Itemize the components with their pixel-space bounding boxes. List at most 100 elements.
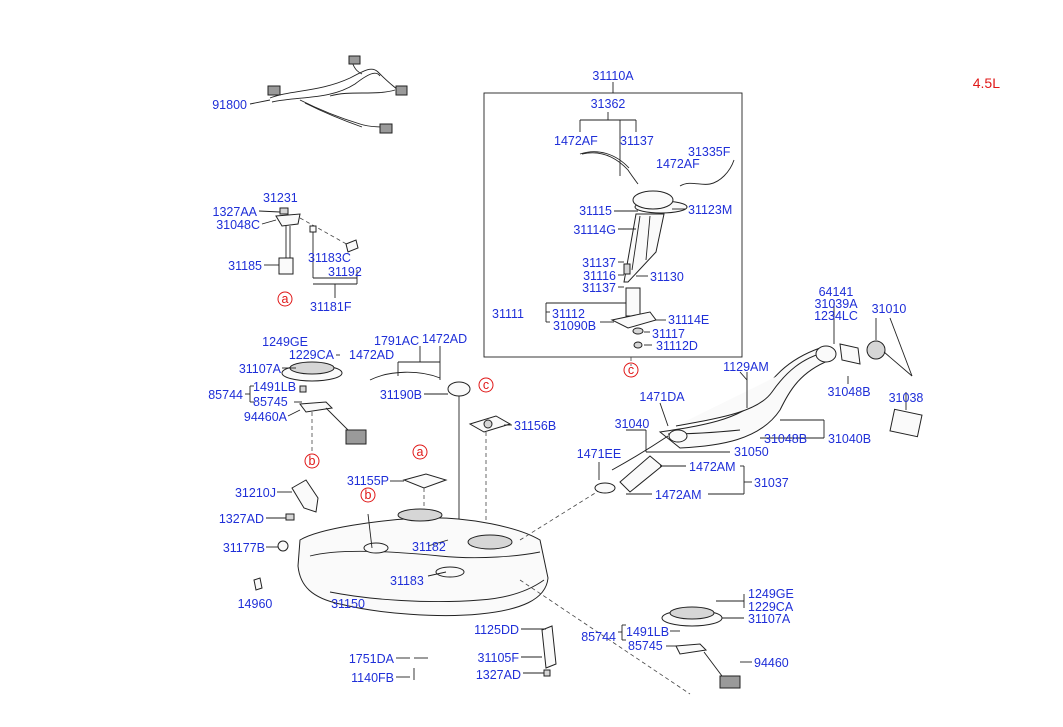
part-label: 31107A — [239, 362, 282, 376]
part-label: 31190B — [380, 388, 422, 402]
svg-text:b: b — [309, 454, 316, 468]
part-label: 31040B — [828, 432, 871, 446]
part-label: 31123M — [688, 203, 732, 217]
callout-c-plate: c — [478, 377, 494, 393]
part-label: 31181F — [310, 300, 352, 314]
part-label: 31117 — [652, 327, 685, 341]
part-label: 1472AM — [689, 460, 736, 474]
part-label: 91800 — [212, 98, 247, 112]
part-label: 31038 — [889, 391, 924, 405]
part-label: 31150 — [331, 597, 365, 611]
part-label: 31037 — [754, 476, 789, 490]
svg-text:c: c — [483, 378, 489, 392]
wiring-harness-drawing — [267, 55, 408, 134]
filler-neck-drawing — [594, 340, 923, 494]
fuel-sender-drawing — [275, 207, 359, 278]
part-label: 31050 — [734, 445, 769, 459]
part-label: 31010 — [872, 302, 907, 316]
plate-31155P-drawing — [402, 473, 448, 510]
svg-text:c: c — [628, 363, 634, 377]
part-label: 31040 — [615, 417, 650, 431]
engine-label: 4.5L — [973, 75, 1000, 91]
part-label: 31231 — [263, 191, 298, 205]
plate-31156B-drawing — [468, 415, 512, 536]
part-label: 31112 — [552, 307, 585, 321]
part-label: 1491LB — [253, 380, 296, 394]
callout-c-module: c — [623, 362, 639, 378]
part-label: 31048B — [827, 385, 870, 399]
part-label: 1327AD — [219, 512, 264, 526]
part-label: 1471EE — [577, 447, 621, 461]
part-label: 94460A — [244, 410, 288, 424]
callout-a-top: a — [277, 291, 293, 307]
part-label: 1472AF — [554, 134, 598, 148]
part-label: 31137 — [620, 134, 654, 148]
callout-a-tank: a — [412, 444, 428, 460]
part-label: 1140FB — [351, 671, 394, 685]
callout-b-cover: b — [304, 453, 320, 469]
part-label: 1129AM — [723, 360, 769, 374]
part-label: 31105F — [478, 651, 520, 665]
part-label: 31182 — [412, 540, 446, 554]
leader-lines — [245, 82, 913, 678]
part-label: 85745 — [628, 639, 663, 653]
part-label: 31177B — [223, 541, 265, 555]
part-label: 64141 — [819, 285, 854, 299]
part-label: 31130 — [650, 270, 684, 284]
part-label: 1229CA — [289, 348, 335, 362]
part-label: 1125DD — [474, 623, 519, 637]
part-label: 1471DA — [639, 390, 685, 404]
part-label: 1491LB — [626, 625, 669, 639]
part-label: 1751DA — [349, 652, 395, 666]
part-label: 31090B — [553, 319, 596, 333]
part-label: 94460 — [754, 656, 789, 670]
part-label: 1791AC — [374, 334, 419, 348]
part-label: 31048B — [764, 432, 807, 446]
fuel-pump-module-drawing — [579, 151, 735, 366]
part-label: 31156B — [514, 419, 556, 433]
right-cover-assembly-drawing — [661, 606, 741, 689]
callout-b-tank: b — [360, 487, 376, 503]
part-label: 1472AF — [656, 157, 700, 171]
part-label: 31185 — [228, 259, 262, 273]
part-label: 31192 — [328, 265, 362, 279]
part-label: 1249GE — [262, 335, 308, 349]
part-label: 1472AM — [655, 488, 702, 502]
part-label: 1234LC — [814, 309, 858, 323]
part-label: 31039A — [814, 297, 858, 311]
part-label: 31114G — [573, 223, 616, 237]
part-label: 31183 — [390, 574, 424, 588]
part-label: 1327AA — [213, 205, 258, 219]
part-label: 31155P — [347, 474, 389, 488]
part-label: 31335F — [688, 145, 731, 159]
part-label: 1327AD — [476, 668, 521, 682]
bracket-31210J-drawing — [253, 479, 319, 591]
part-label: 31114E — [668, 313, 709, 327]
part-label: 31110A — [592, 69, 634, 83]
part-label: 31112D — [656, 339, 698, 353]
svg-text:b: b — [365, 488, 372, 502]
part-label: 31137 — [582, 256, 616, 270]
part-label: 14960 — [238, 597, 273, 611]
part-label: 31116 — [583, 269, 616, 283]
part-label: 1229CA — [748, 600, 794, 614]
part-label: 85744 — [581, 630, 616, 644]
part-label: 31111 — [492, 307, 524, 321]
part-label: 31048C — [216, 218, 260, 232]
bracket-31105F-drawing — [413, 625, 557, 680]
part-label: 85744 — [208, 388, 243, 402]
part-label: 1249GE — [748, 587, 794, 601]
fuel-tank-drawing — [297, 489, 691, 695]
svg-text:a: a — [417, 445, 424, 459]
left-cover-assembly-drawing — [281, 361, 367, 452]
part-label: 31115 — [579, 204, 612, 218]
part-label: 31107A — [748, 612, 791, 626]
part-label: 31210J — [235, 486, 276, 500]
part-label: 31137 — [582, 281, 616, 295]
part-label: 1472AD — [349, 348, 394, 362]
part-label: 85745 — [253, 395, 288, 409]
part-label: 31183C — [308, 251, 351, 265]
svg-text:a: a — [282, 292, 289, 306]
vent-hose-drawing — [369, 371, 471, 540]
